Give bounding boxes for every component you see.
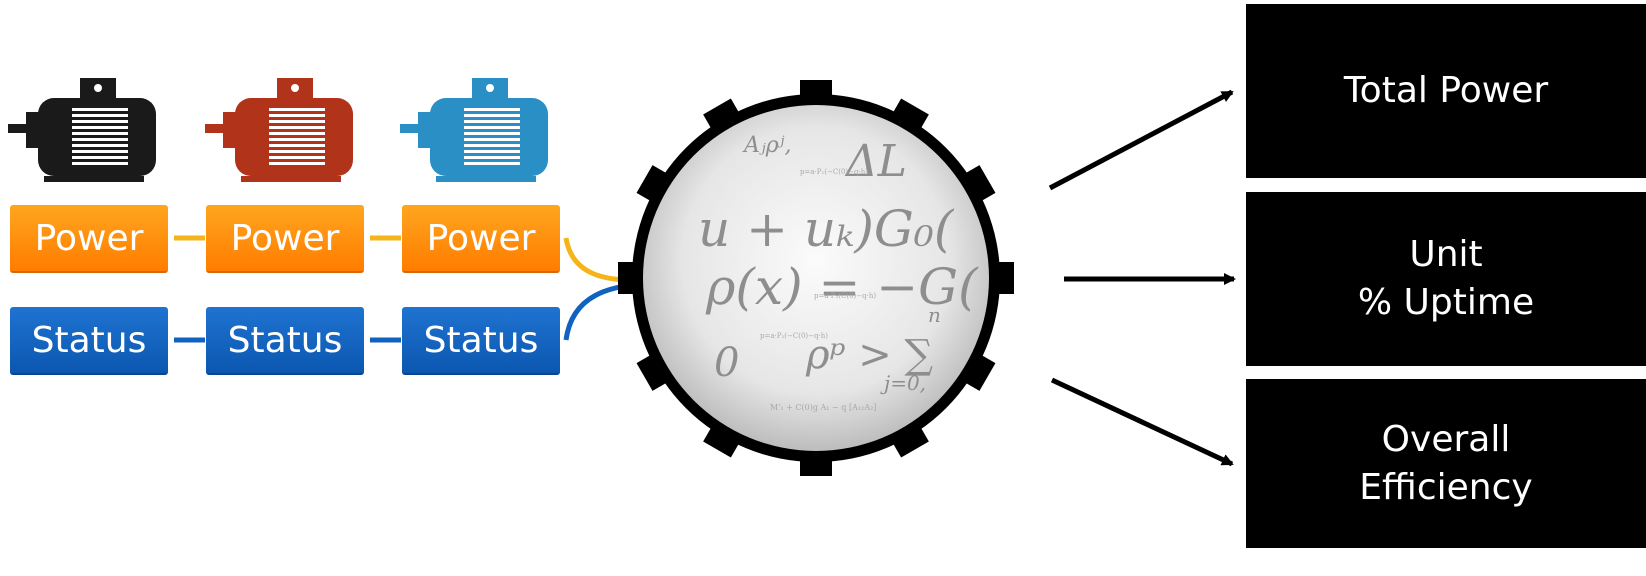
output-total-power: Total Power — [1246, 4, 1646, 178]
output-efficiency-line-2: Efficiency — [1359, 466, 1533, 508]
formula-line-6: n — [928, 303, 941, 327]
formula-line-8: 0 — [714, 340, 739, 386]
formula-line-2: ΔL — [844, 136, 907, 187]
svg-text:p=a·P₂(−C(0)−q·h): p=a·P₂(−C(0)−q·h) — [760, 332, 828, 340]
output-overall-efficiency: Overall Efficiency — [1246, 379, 1646, 548]
status-tag-2: Status — [206, 307, 364, 375]
power-tag-3: Power — [402, 205, 560, 273]
status-tag-1: Status — [10, 307, 168, 375]
formula-lens — [643, 105, 989, 451]
formula-line-3: u + uₖ)G₀( — [698, 200, 955, 258]
output-efficiency-line-1: Overall — [1381, 418, 1511, 460]
output-uptime-line-1: Unit — [1409, 234, 1483, 275]
power-tag-1: Power — [10, 205, 168, 273]
motor-2-icon — [205, 78, 353, 182]
svg-text:p=a·P₂(C(0)−q·h): p=a·P₂(C(0)−q·h) — [814, 292, 876, 300]
output-unit-uptime: Unit % Uptime — [1246, 192, 1646, 366]
formula-line-5: ρᵖ > ∑ — [805, 332, 933, 378]
motor-3-icon — [400, 78, 548, 182]
svg-text:p=a·P₁(−C(0)−q·h): p=a·P₁(−C(0)−q·h) — [800, 168, 868, 176]
formula-line-7: j=0, — [880, 371, 926, 395]
status-tag-3: Status — [402, 307, 560, 375]
power-tag-2: Power — [206, 205, 364, 273]
arrow-to-total-power — [1048, 89, 1234, 191]
motor-1-icon — [8, 78, 156, 182]
formula-line-1: Aⱼρʲ, — [742, 133, 791, 158]
formula-line-4: ρ(x) = −G( — [705, 258, 979, 316]
arrow-to-efficiency — [1050, 377, 1234, 467]
svg-text:M'₁ + C(0)g A₁ − q [A₁₂A₂]: M'₁ + C(0)g A₁ − q [A₁₂A₂] — [770, 403, 876, 412]
output-uptime-line-2: % Uptime — [1357, 282, 1535, 323]
output-total-power-label: Total Power — [1343, 70, 1549, 111]
